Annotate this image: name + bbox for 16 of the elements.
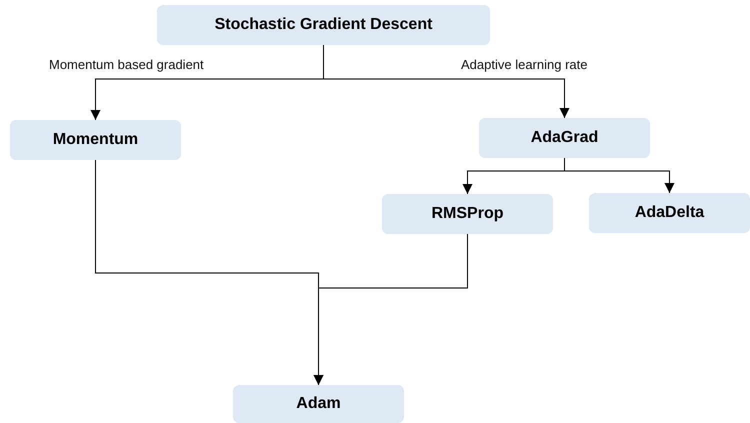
method-name: AdaDelta xyxy=(634,204,704,222)
method-box xyxy=(589,193,750,233)
method-name: Adam xyxy=(296,395,341,413)
method-name: Momentum xyxy=(52,131,138,149)
edge-label: Adaptive learning rate xyxy=(460,57,588,72)
method-box xyxy=(479,118,650,158)
method-name: RMSProp xyxy=(432,205,504,223)
method-box xyxy=(10,120,181,160)
method-box xyxy=(382,194,553,234)
arrow xyxy=(323,44,570,118)
method-name: AdaGrad xyxy=(530,129,598,147)
method-box xyxy=(233,385,404,423)
method-box xyxy=(157,5,490,45)
arrow xyxy=(314,234,468,386)
method-name: Stochastic Gradient Descent xyxy=(214,16,432,34)
edge-label: Momentum based gradient xyxy=(48,57,205,72)
